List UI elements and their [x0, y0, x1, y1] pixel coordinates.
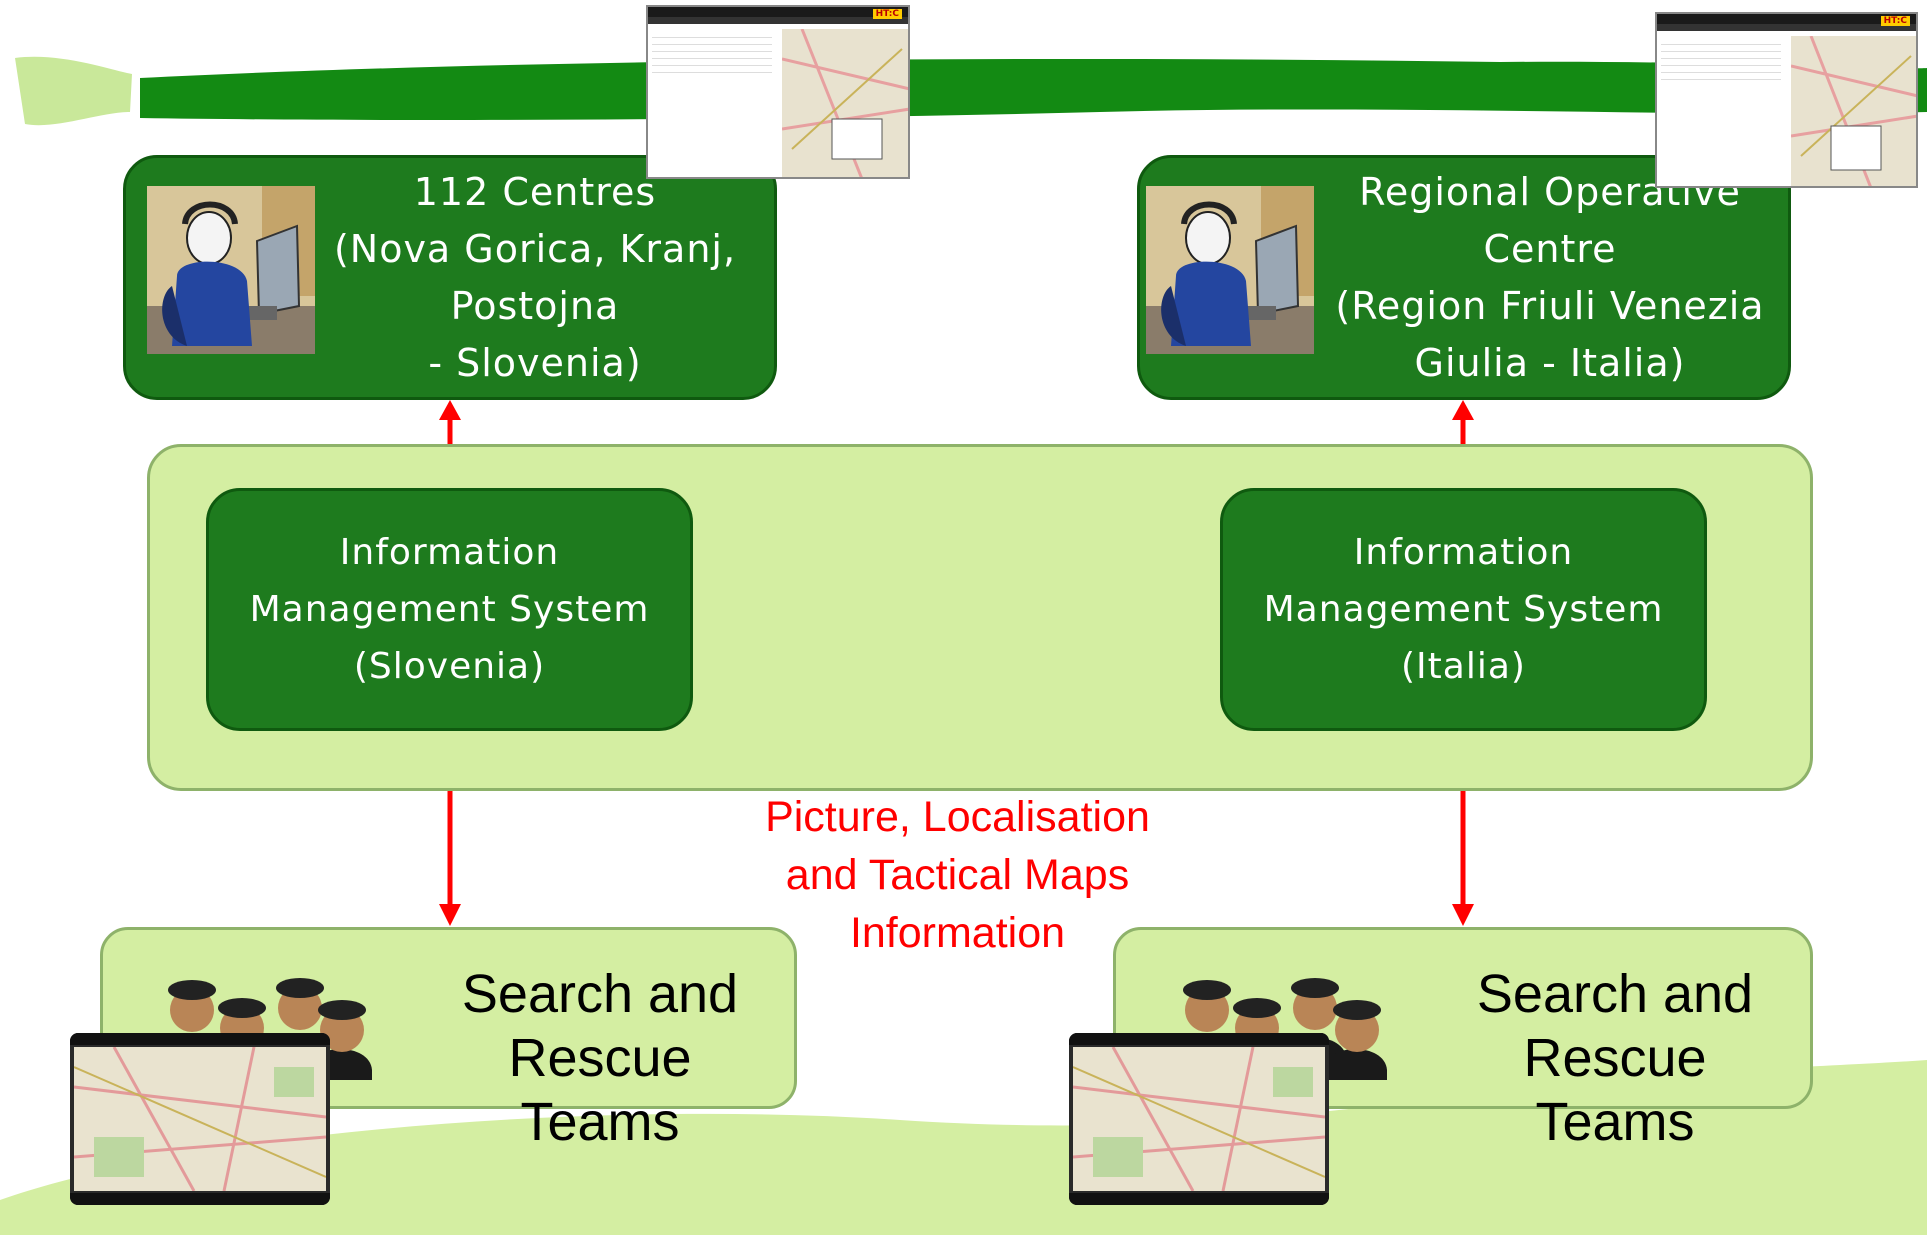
regional-centre-label: Regional Operative Centre (Region Friuli… — [1335, 170, 1765, 385]
operator-icon — [147, 186, 315, 354]
tablet-map-screenshot — [70, 1033, 330, 1205]
ims-italia-box: Information Management System (Italia) — [1220, 488, 1707, 731]
rescue-teams-slovenia-label: Search and Rescue Teams — [461, 964, 739, 1152]
app-screenshot-thumbnail: HT:C — [1655, 12, 1918, 188]
rescue-teams-italia-label: Search and Rescue Teams — [1476, 964, 1754, 1152]
htc-logo: HT:C — [872, 9, 902, 19]
tablet-map-screenshot — [1069, 1033, 1329, 1205]
ims-italia-label: Information Management System (Italia) — [1263, 532, 1664, 687]
ims-slovenia-label: Information Management System (Slovenia) — [249, 532, 650, 687]
operator-icon — [1146, 186, 1314, 354]
centre-112-label: 112 Centres (Nova Gorica, Kranj, Postojn… — [333, 170, 737, 385]
ims-slovenia-box: Information Management System (Slovenia) — [206, 488, 693, 731]
app-screenshot-thumbnail: HT:C — [646, 5, 910, 179]
htc-logo: HT:C — [1880, 16, 1910, 26]
info-flow-label: Picture, Localisation and Tactical Maps … — [765, 793, 1150, 957]
